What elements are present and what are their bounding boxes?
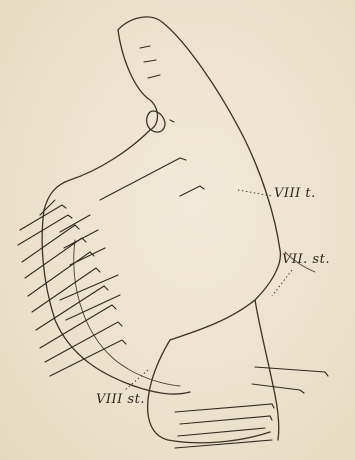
label-vii-st: VII. st. — [282, 252, 330, 267]
sternite-7-outline — [255, 300, 279, 440]
tergite-knob — [147, 111, 165, 132]
label-viii-st: VIII st. — [96, 392, 145, 407]
label-viii-t: VIII t. — [274, 186, 316, 201]
ventral-setae-cluster — [18, 200, 126, 376]
sternite-8-outline — [148, 340, 270, 443]
sternite-setae — [175, 367, 328, 448]
tergite-inner-edge — [44, 30, 158, 210]
ventral-lobe-outline — [42, 210, 190, 394]
tergite-setae — [100, 46, 204, 200]
tergite-outline — [118, 17, 280, 340]
